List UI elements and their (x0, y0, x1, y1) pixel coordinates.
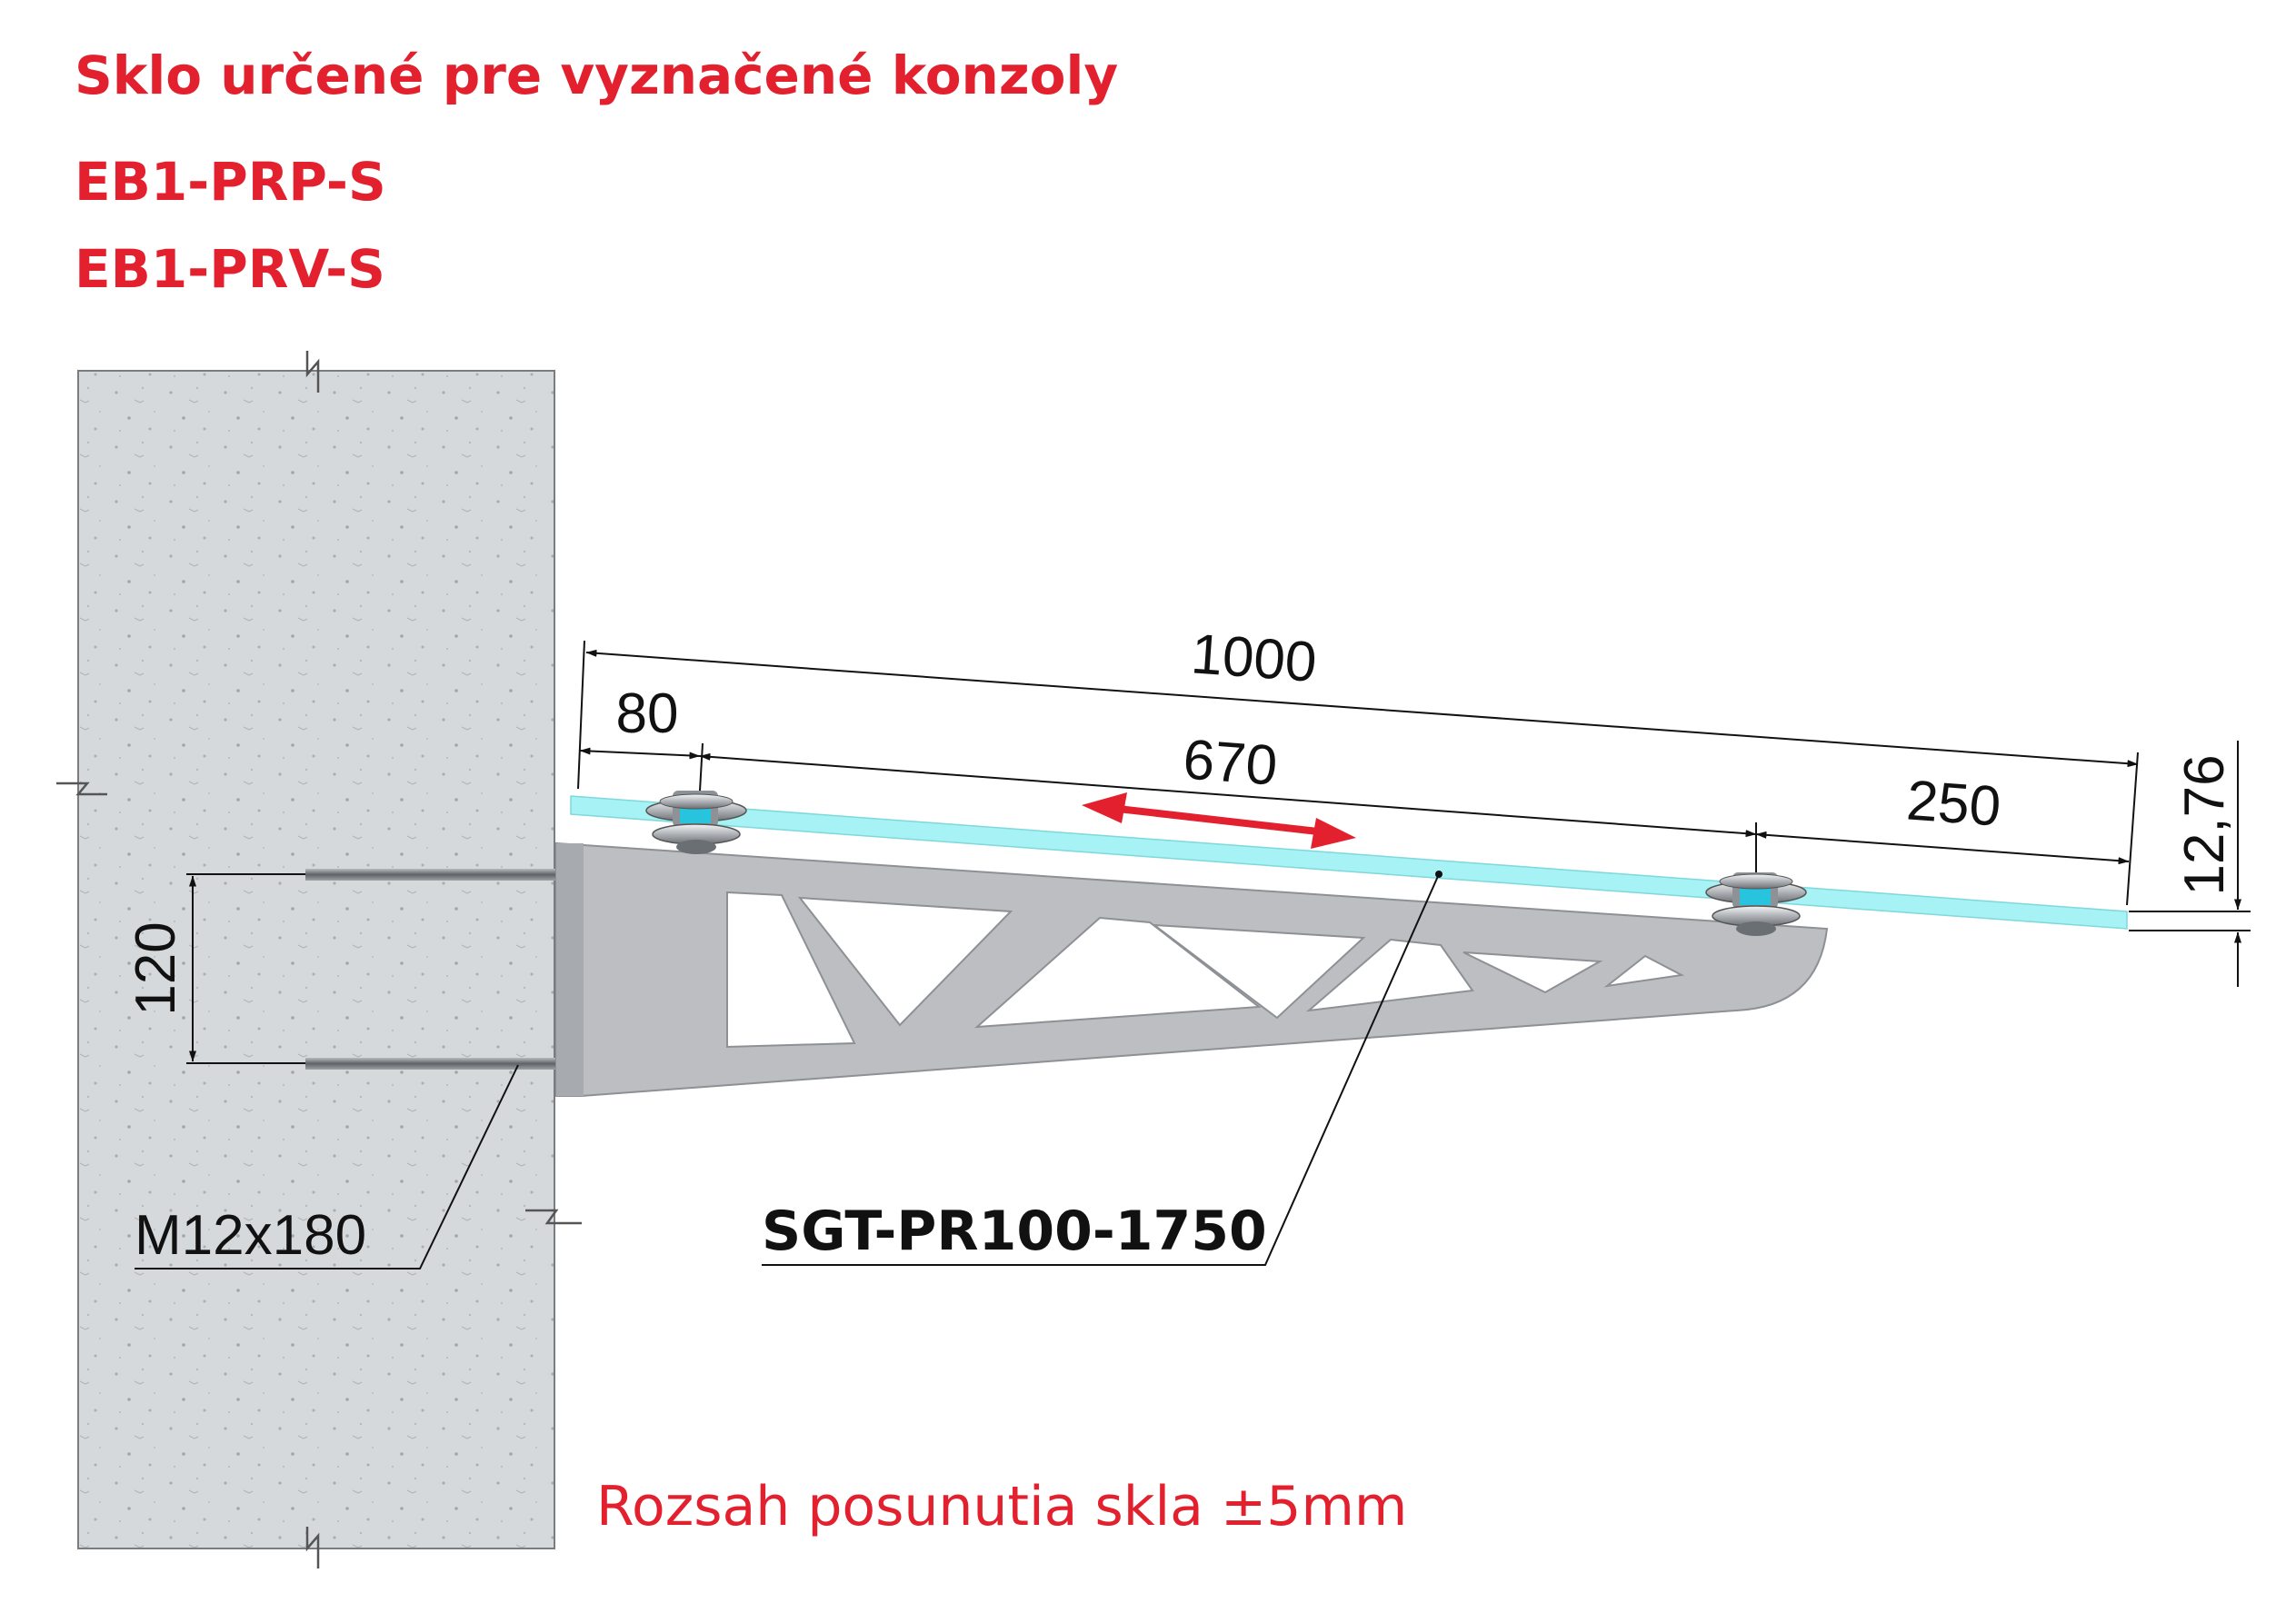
concrete-wall (56, 351, 582, 1568)
bracket-leader: SGT-PR100-1750 (762, 871, 1442, 1266)
dimension-glass-thickness: 12,76 (2173, 754, 2236, 895)
break-mark-icon (305, 1527, 320, 1568)
anchor-spacing-label: 120 (125, 921, 187, 1015)
anchor-leader: M12x180 (135, 1064, 519, 1270)
break-mark-icon (525, 1209, 582, 1225)
dimension-wall-offset: 80 (616, 682, 679, 745)
anchor-bolt-label: M12x180 (135, 1204, 366, 1267)
product-code-2: EB1-PRV-S (75, 238, 385, 300)
bracket (555, 841, 1829, 1097)
break-mark-icon (56, 782, 107, 796)
dimension-overhang: 250 (1904, 769, 2002, 838)
anchor-rod (305, 1058, 556, 1070)
page-title: Sklo určené pre vyznačené konzoly (75, 45, 1118, 106)
adjustment-note: Rozsah posunutia skla ±5mm (596, 1475, 1407, 1538)
anchor-rod (305, 869, 556, 881)
product-code-1: EB1-PRP-S (75, 151, 386, 213)
dimension-fitting-spacing: 670 (1181, 728, 1279, 797)
dimension-anchor-spacing: 120 (125, 873, 305, 1064)
dimension-lines (577, 640, 2251, 987)
break-mark-icon (305, 351, 320, 393)
bracket-code-label: SGT-PR100-1750 (762, 1200, 1267, 1263)
dimension-total-length: 1000 (1189, 622, 1319, 694)
glass-fitting-2 (1705, 872, 1807, 936)
